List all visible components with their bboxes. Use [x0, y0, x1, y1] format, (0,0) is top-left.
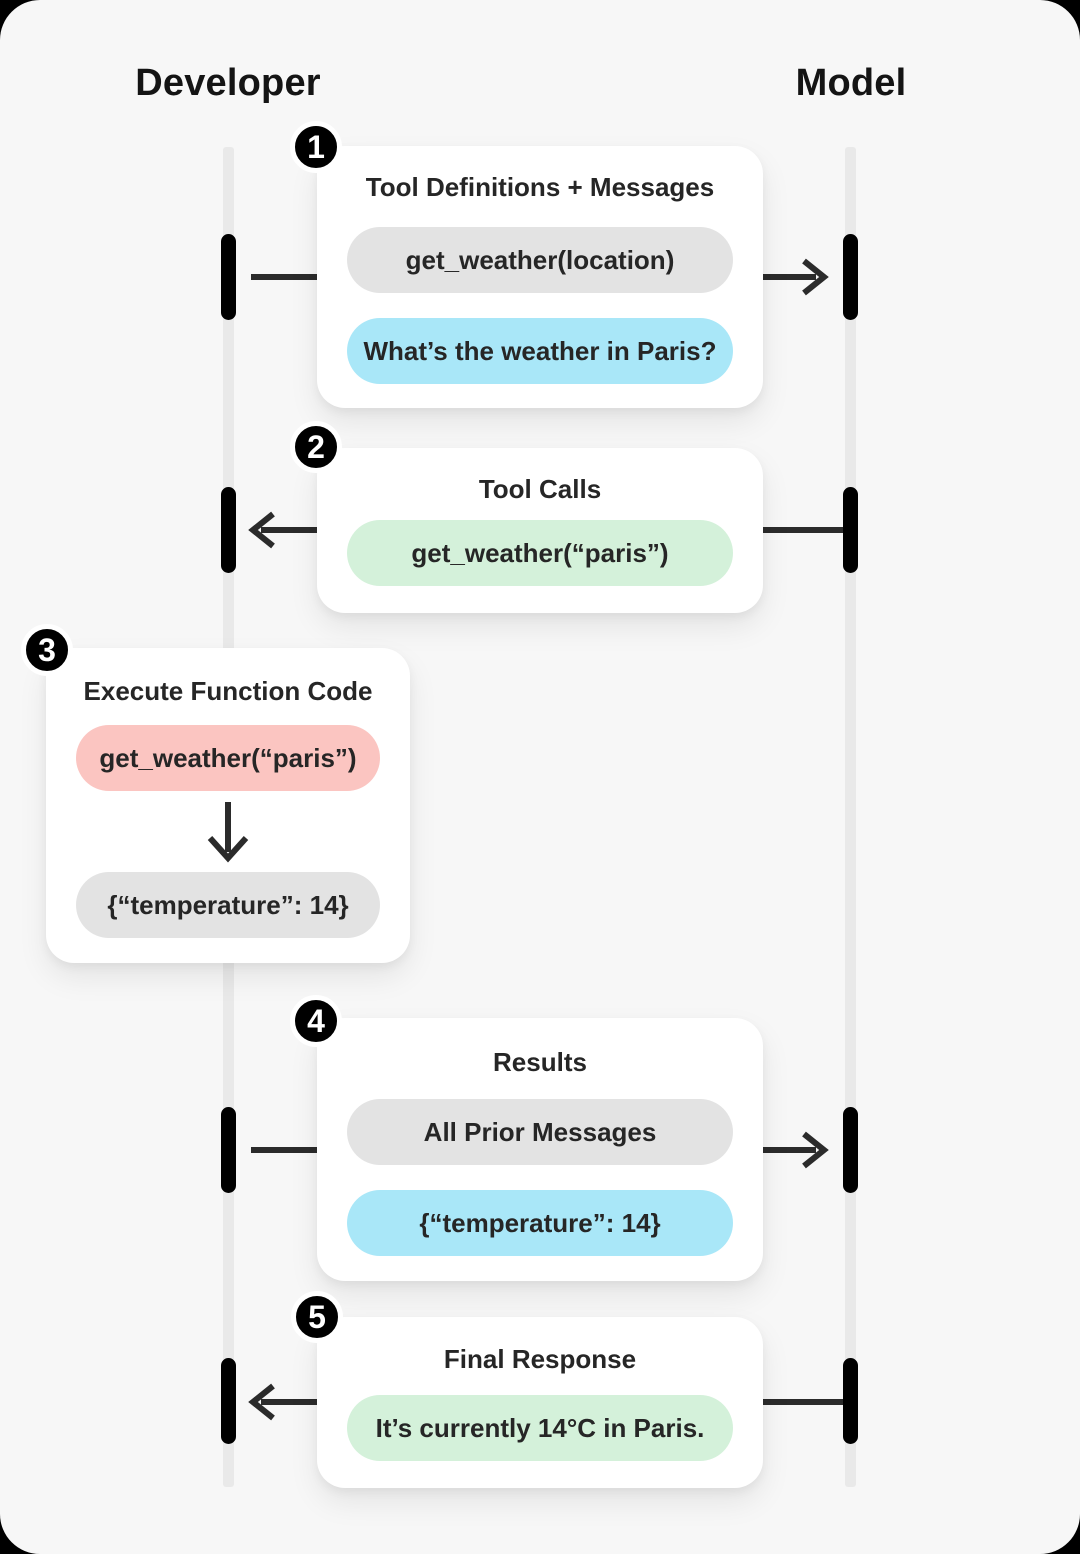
step2-title: Tool Calls: [478, 474, 602, 504]
step1-pill-user-message: What’s the weather in Paris?: [347, 318, 733, 384]
step3-pill-function-result: {“temperature”: 14}: [76, 872, 380, 938]
step2-number-badge: 2: [290, 421, 342, 473]
model-activation-bar-step4: [843, 1107, 858, 1193]
step3-title: Execute Function Code: [83, 676, 373, 706]
developer-activation-bar-step4: [221, 1107, 236, 1193]
step4-right-arrow-icon: [762, 1131, 829, 1169]
step3-number-badge: 3: [21, 624, 73, 676]
step1-card: Tool Definitions + Messages get_weather(…: [317, 146, 763, 408]
actor-label-developer: Developer: [135, 62, 321, 104]
model-activation-bar-step1: [843, 234, 858, 320]
developer-activation-bar-step5: [221, 1358, 236, 1444]
step4-pill-tool-result: {“temperature”: 14}: [347, 1190, 733, 1256]
model-activation-bar-step2: [843, 487, 858, 573]
step1-right-arrow-icon: [762, 258, 829, 296]
step2-pill-tool-call: get_weather(“paris”): [347, 520, 733, 586]
model-lifeline: [845, 147, 856, 1487]
step3-card: Execute Function Code get_weather(“paris…: [46, 648, 410, 963]
developer-activation-bar-step1: [221, 234, 236, 320]
step5-number-badge: 5: [291, 1291, 343, 1343]
step3-down-arrow-icon: [207, 802, 249, 863]
step1-line-left: [251, 274, 317, 280]
step1-number-badge: 1: [290, 121, 342, 173]
actor-label-model: Model: [795, 62, 907, 104]
step4-card: Results All Prior Messages {“temperature…: [317, 1018, 763, 1281]
step2-line-right: [762, 527, 844, 533]
step1-title: Tool Definitions + Messages: [365, 172, 715, 202]
step4-title: Results: [493, 1047, 587, 1077]
step4-line-left: [251, 1147, 317, 1153]
developer-activation-bar-step2: [221, 487, 236, 573]
step4-pill-prior-messages: All Prior Messages: [347, 1099, 733, 1165]
step5-card: Final Response It’s currently 14°C in Pa…: [317, 1317, 763, 1488]
model-activation-bar-step5: [843, 1358, 858, 1444]
step2-card: Tool Calls get_weather(“paris”): [317, 448, 763, 613]
step5-title: Final Response: [443, 1344, 637, 1374]
step2-left-arrow-icon: [248, 511, 319, 549]
step5-left-arrow-icon: [248, 1383, 319, 1421]
step3-pill-function-call: get_weather(“paris”): [76, 725, 380, 791]
step5-pill-final-answer: It’s currently 14°C in Paris.: [347, 1395, 733, 1461]
step1-pill-tool-definition: get_weather(location): [347, 227, 733, 293]
step5-line-right: [762, 1399, 844, 1405]
step4-number-badge: 4: [290, 995, 342, 1047]
